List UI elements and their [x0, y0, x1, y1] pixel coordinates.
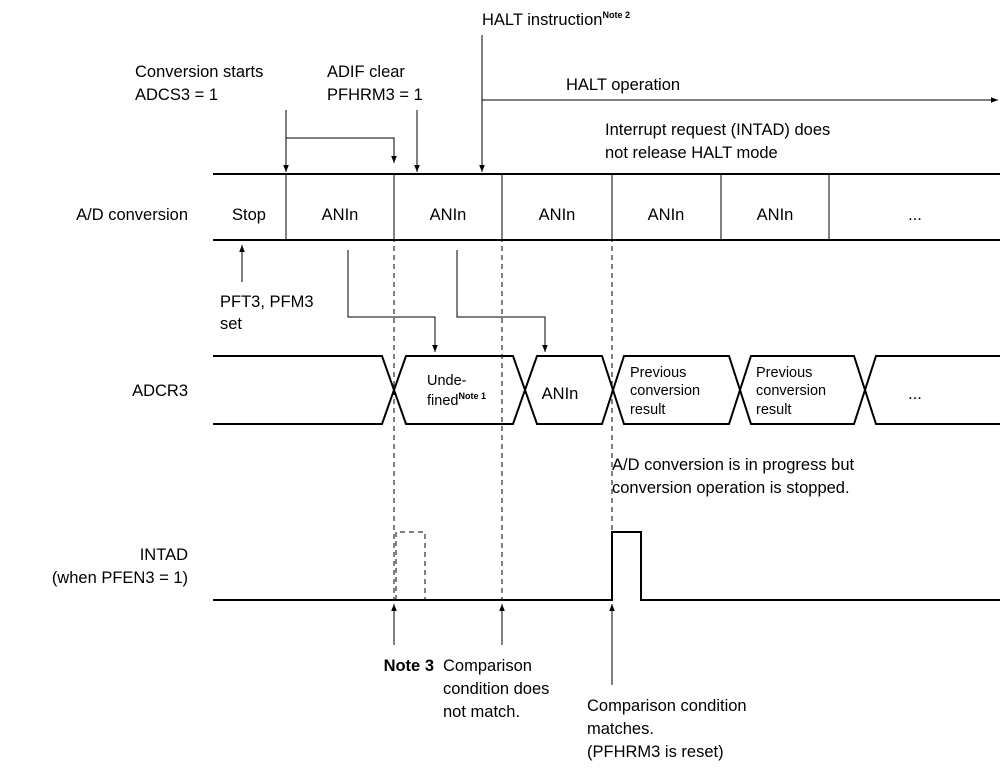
ad-segment-stop: Stop: [232, 206, 266, 224]
halt-operation-label: HALT operation: [566, 76, 680, 94]
match-label-line3: (PFHRM3 is reset): [587, 743, 724, 761]
match-label-line1: Comparison condition: [587, 697, 747, 715]
adcr3-previous-result-line1: Previous: [756, 365, 812, 381]
transfer-arrow: [456, 250, 548, 352]
conversion-start-bracket: [285, 110, 397, 163]
nomatch-label-line2: condition does: [443, 680, 549, 698]
adcs3-label: ADCS3 = 1: [135, 86, 218, 104]
nomatch-label-line3: not match.: [443, 703, 520, 721]
adcr3-undefined-line1: Unde-: [427, 373, 467, 389]
match-label-line2: matches.: [587, 720, 654, 738]
in-progress-note-line1: A/D conversion is in progress but: [612, 456, 855, 474]
ad-segment-anin: ANIn: [430, 206, 467, 224]
transfer-arrow: [347, 250, 438, 352]
interrupt-note-line1: Interrupt request (INTAD) does: [605, 121, 830, 139]
adcr3-signal-label: ADCR3: [132, 382, 188, 400]
adcr3-bus: [213, 355, 1000, 425]
adcr3-previous-result-line2: conversion: [630, 383, 700, 399]
adif-clear-label: ADIF clear: [327, 63, 405, 81]
ad-segment-ellipsis: ...: [908, 206, 922, 224]
adcr3-ellipsis: ...: [908, 385, 922, 403]
halt-instruction-label: HALT instructionNote 2: [482, 10, 630, 29]
adcr3-previous-result-line3: result: [756, 402, 791, 418]
nomatch-label-line1: Comparison: [443, 657, 532, 675]
ad-conversion-signal-label: A/D conversion: [76, 206, 188, 224]
ad-segment-anin: ANIn: [648, 206, 685, 224]
pfhrm3-label: PFHRM3 = 1: [327, 86, 423, 104]
adcr3-previous-result-line3: result: [630, 402, 665, 418]
adcr3-previous-result-line2: conversion: [756, 383, 826, 399]
pft3-label-line2: set: [220, 315, 242, 333]
pft3-label-line1: PFT3, PFM3: [220, 293, 314, 311]
conversion-starts-label: Conversion starts: [135, 63, 263, 81]
intad-waveform: [213, 531, 1000, 601]
adcr3-undefined-line2: finedNote 1: [427, 391, 486, 409]
intad-suppressed-pulse: [395, 531, 426, 600]
adcr3-previous-result-line1: Previous: [630, 365, 686, 381]
intad-signal-label-line1: INTAD: [140, 546, 188, 564]
note3-label: Note 3: [384, 657, 434, 675]
ad-segment-anin: ANIn: [757, 206, 794, 224]
ad-segment-anin: ANIn: [539, 206, 576, 224]
interrupt-note-line2: not release HALT mode: [605, 144, 778, 162]
adcr3-segment-anin: ANIn: [542, 385, 579, 403]
intad-signal-label-line2: (when PFEN3 = 1): [52, 569, 188, 587]
ad-segment-anin: ANIn: [322, 206, 359, 224]
in-progress-note-line2: conversion operation is stopped.: [612, 479, 850, 497]
